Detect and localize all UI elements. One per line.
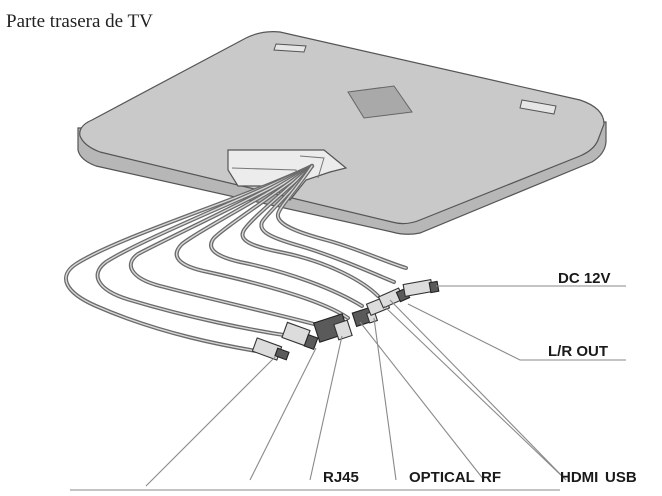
cable-bundle — [64, 164, 408, 354]
label-rf: RF — [481, 469, 501, 486]
leader-lines — [70, 285, 626, 491]
center-label-plate — [347, 85, 413, 119]
label-dc12v: DC 12V — [558, 270, 611, 287]
label-rj45: RJ45 — [323, 469, 359, 486]
label-hdmi: HDMI — [560, 469, 598, 486]
tv-back-panel — [77, 31, 607, 235]
diagram-title: Parte trasera de TV — [6, 11, 153, 32]
connector-rj45 — [312, 313, 353, 343]
label-lr-out: L/R OUT — [548, 343, 608, 360]
label-usb: USB — [605, 469, 637, 486]
connector-usb — [251, 337, 290, 361]
vent-slot-left — [273, 43, 307, 53]
vent-slot-right — [519, 99, 557, 115]
connector-hdmi — [281, 321, 319, 351]
label-optical: OPTICAL — [409, 469, 475, 486]
connector-dc12v — [402, 279, 440, 297]
